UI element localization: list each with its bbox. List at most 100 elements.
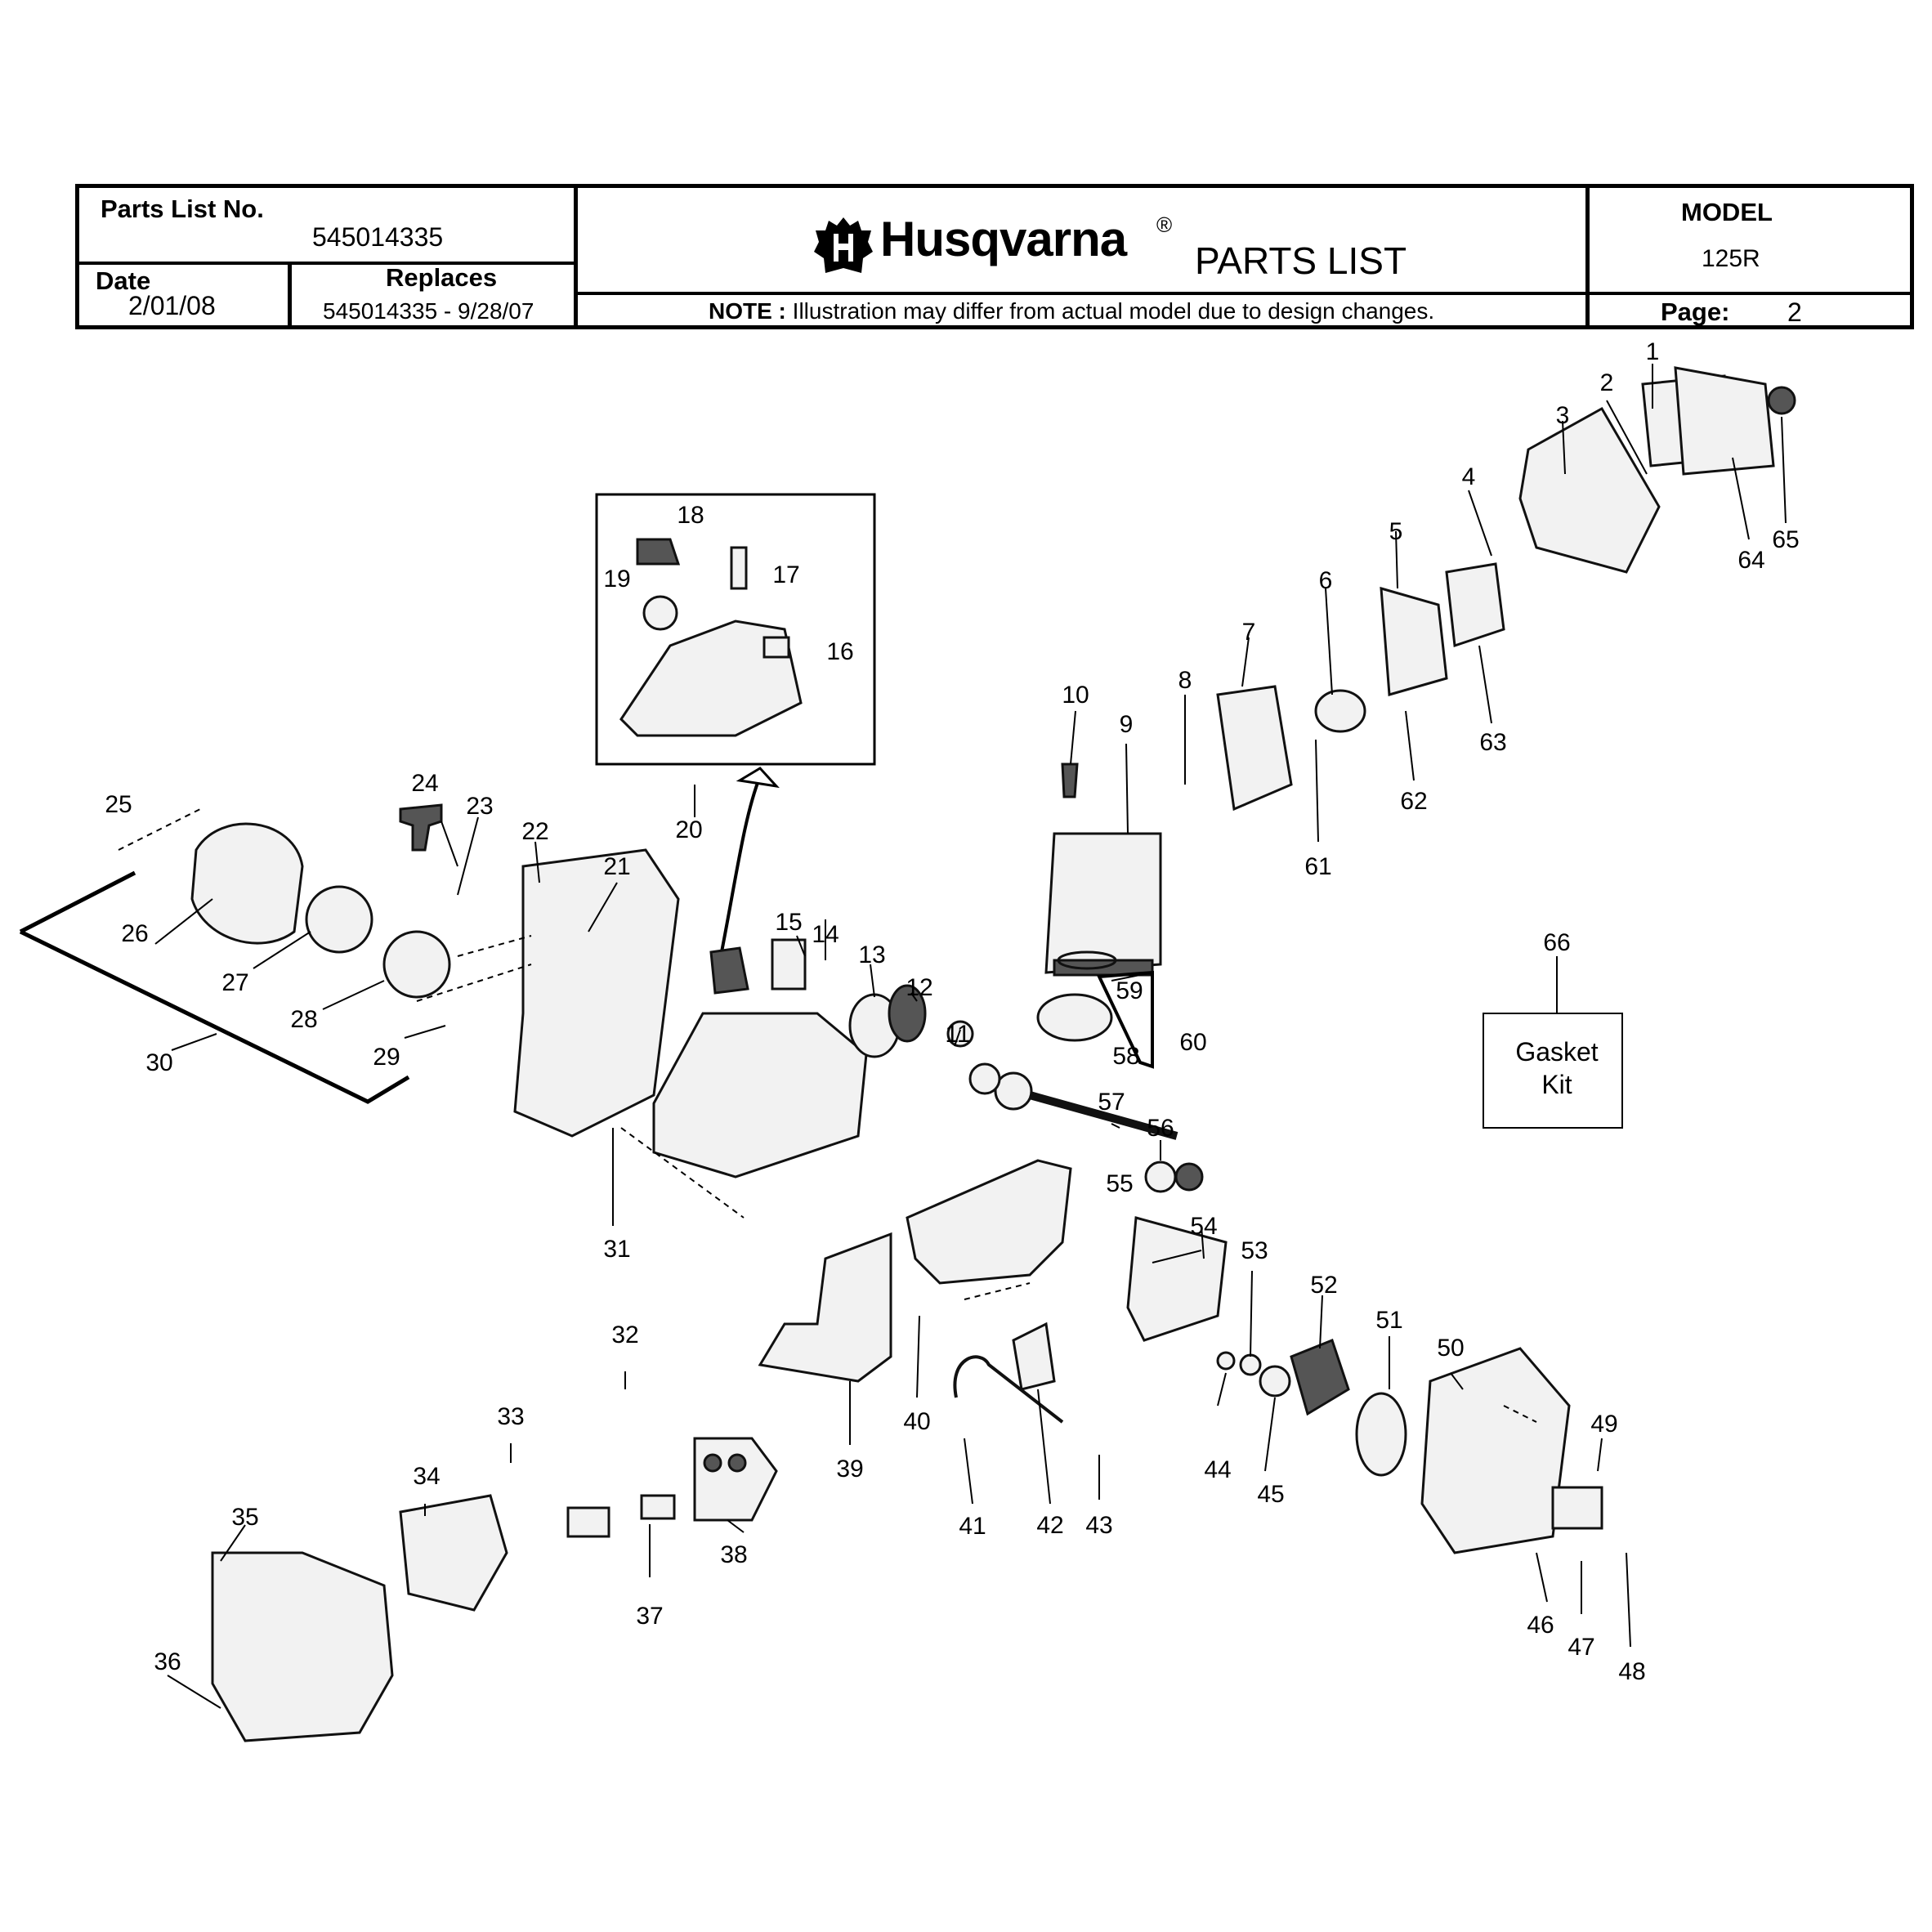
- piston: [1036, 993, 1113, 1042]
- callout-51: 51: [1375, 1307, 1402, 1334]
- page-label: Page:: [1661, 297, 1730, 326]
- knob-65: [1767, 386, 1796, 415]
- model-label: MODEL: [1681, 198, 1773, 226]
- callout-33: 33: [497, 1403, 524, 1430]
- callout-57: 57: [1098, 1089, 1125, 1116]
- callout-20: 20: [675, 816, 702, 843]
- fuel-tank-inset-box: [595, 493, 876, 766]
- callout-41: 41: [959, 1513, 986, 1540]
- callout-9: 9: [1120, 711, 1134, 738]
- spark-screen: [566, 1506, 610, 1538]
- callout-42: 42: [1036, 1512, 1063, 1539]
- cylinder-cover: [211, 1551, 394, 1742]
- callout-26: 26: [121, 920, 148, 947]
- replaces-label: Replaces: [386, 263, 498, 292]
- callout-16: 16: [826, 638, 853, 665]
- callout-7: 7: [1242, 619, 1256, 646]
- clutch-cover: [1420, 1347, 1571, 1554]
- callout-55: 55: [1106, 1170, 1133, 1197]
- header-table: Parts List No. 545014335 Date 2/01/08 Re…: [75, 184, 1914, 329]
- husqvarna-logo: [811, 214, 876, 280]
- cylinder: [1044, 832, 1162, 974]
- bearing-left: [968, 1062, 1001, 1095]
- callout-44: 44: [1204, 1456, 1231, 1483]
- muffler-port-a: [703, 1453, 722, 1473]
- parts-list-no-label: Parts List No.: [101, 195, 264, 223]
- bearing-11: [946, 1020, 974, 1048]
- crankshaft: [1028, 1091, 1178, 1140]
- doc-title: PARTS LIST: [1195, 239, 1407, 282]
- callout-22: 22: [521, 818, 548, 845]
- model-value: 125R: [1702, 245, 1760, 272]
- air-filter-cover: [1674, 366, 1775, 476]
- callout-12: 12: [906, 974, 932, 1001]
- callout-46: 46: [1527, 1612, 1554, 1639]
- fuel-tank-cap: [709, 946, 749, 995]
- ignition-lead: [953, 1355, 1064, 1424]
- shaft-clamp: [1551, 1486, 1603, 1530]
- callout-58: 58: [1112, 1043, 1139, 1070]
- callout-39: 39: [836, 1456, 863, 1483]
- callout-47: 47: [1568, 1634, 1594, 1661]
- date-label: Date: [96, 266, 151, 295]
- fan-housing: [513, 848, 680, 1138]
- fuel-hose-inset: [730, 546, 748, 590]
- callout-35: 35: [231, 1504, 258, 1531]
- flywheel: [1126, 1216, 1228, 1342]
- callout-8: 8: [1178, 667, 1192, 694]
- gasket-kit-line1: Gasket: [1515, 1037, 1598, 1067]
- heat-shield: [758, 1232, 892, 1383]
- callout-4: 4: [1462, 463, 1476, 490]
- fuel-tank: [652, 1012, 868, 1178]
- callout-2: 2: [1600, 369, 1614, 396]
- clutch: [1290, 1339, 1350, 1416]
- gasket-kit-line2: Kit: [1541, 1070, 1572, 1099]
- page-value: 2: [1787, 297, 1802, 327]
- washer-45: [1259, 1365, 1291, 1398]
- brand-name: Husqvarna: [880, 212, 1127, 266]
- starter-handle: [399, 803, 443, 852]
- callout-28: 28: [290, 1006, 317, 1033]
- callout-15: 15: [775, 909, 802, 936]
- callout-25: 25: [105, 791, 132, 818]
- callout-21: 21: [603, 853, 630, 880]
- callout-29: 29: [373, 1044, 400, 1071]
- clutch-drum: [1355, 1392, 1407, 1477]
- seal-56: [1174, 1162, 1204, 1192]
- starter-rope: [19, 870, 410, 1104]
- callout-65: 65: [1772, 526, 1799, 553]
- callout-53: 53: [1241, 1237, 1268, 1264]
- starter-housing: [190, 822, 304, 945]
- callout-60: 60: [1179, 1029, 1206, 1056]
- muffler-cover: [399, 1494, 508, 1612]
- callout-3: 3: [1556, 402, 1570, 429]
- starter-pulley: [382, 930, 451, 999]
- muffler: [693, 1437, 778, 1522]
- date-value: 2/01/08: [128, 291, 216, 320]
- grommet-inset: [763, 636, 790, 659]
- callout-43: 43: [1085, 1512, 1112, 1539]
- callout-50: 50: [1437, 1335, 1464, 1362]
- bearing-56: [1144, 1161, 1177, 1193]
- callout-52: 52: [1310, 1272, 1337, 1299]
- muffler-port-b: [727, 1453, 747, 1473]
- callout-31: 31: [603, 1236, 630, 1263]
- parts-list-no: 545014335: [312, 222, 444, 252]
- decal-37: [640, 1494, 676, 1520]
- callout-30: 30: [145, 1049, 172, 1076]
- ignition-module: [1012, 1322, 1056, 1391]
- callout-62: 62: [1400, 788, 1427, 815]
- crank-web: [994, 1071, 1033, 1111]
- callout-45: 45: [1257, 1481, 1284, 1508]
- callout-19: 19: [603, 566, 630, 593]
- callout-34: 34: [413, 1463, 440, 1490]
- arrow-to-inset: [718, 776, 762, 965]
- callout-6: 6: [1319, 567, 1333, 594]
- callout-38: 38: [720, 1541, 747, 1568]
- carburetor: [1445, 562, 1505, 648]
- rewind-spring: [305, 885, 373, 954]
- dashed-leaders: [118, 808, 1537, 1423]
- callout-37: 37: [636, 1603, 663, 1630]
- callout-24: 24: [411, 770, 438, 797]
